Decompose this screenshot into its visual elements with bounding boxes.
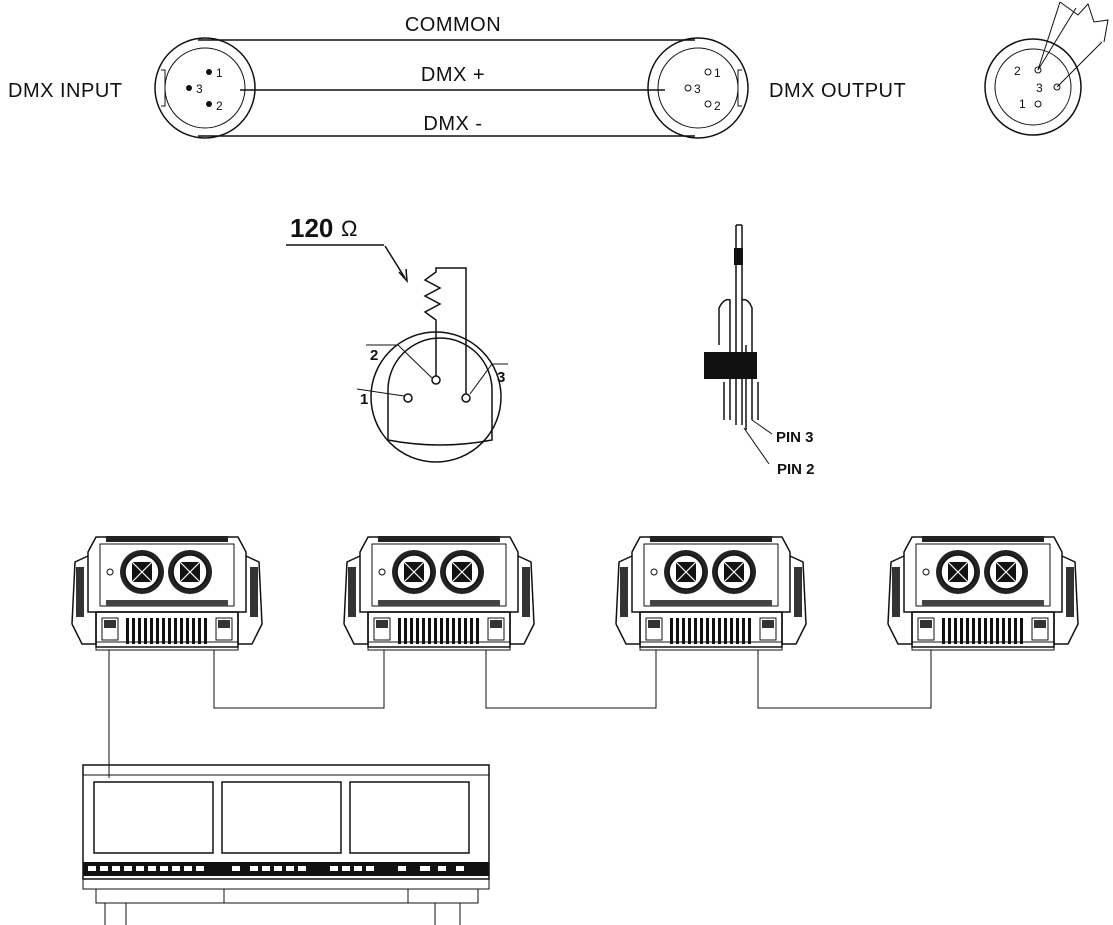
- dmx-link-cable-3: [757, 650, 932, 709]
- dmx-input-connector: 1 3 2: [154, 37, 256, 139]
- moving-head-fixture-2: [343, 535, 535, 651]
- output-pin-3: 3: [694, 82, 701, 96]
- dmx-input-label: DMX INPUT: [8, 80, 123, 102]
- moving-head-fixture-3: [615, 535, 807, 651]
- heat-shrink-sleeve: [704, 352, 757, 379]
- terminator-pin-3: 3: [497, 369, 505, 386]
- moving-head-fixture-1: [71, 535, 263, 651]
- output-pin-2: 2: [714, 99, 721, 113]
- resistor-value: 120: [290, 213, 333, 243]
- dmx-minus-label: DMX -: [423, 113, 482, 135]
- fixtures-chain: [71, 535, 1079, 778]
- right-pin-1: 1: [1019, 97, 1026, 111]
- moving-head-fixture-4: [887, 535, 1079, 651]
- input-pin-3: 3: [196, 82, 203, 96]
- dmx-controller-console: [82, 764, 490, 925]
- pin-2-label: PIN 2: [777, 461, 815, 478]
- output-pin-1: 1: [714, 66, 721, 80]
- dmx-link-cable-1: [213, 650, 385, 709]
- terminator-pin-1: 1: [360, 391, 368, 408]
- common-label: COMMON: [405, 14, 501, 36]
- terminator-diagram: 120 Ω 2 1 3: [286, 213, 508, 463]
- dmx-cable-diagram: 1 3 2 1 3 2 COMMON DMX + DMX - DMX INPUT…: [8, 14, 906, 139]
- dmx-output-label: DMX OUTPUT: [769, 80, 906, 102]
- dmx-plus-label: DMX +: [421, 64, 485, 86]
- pin-3-label: PIN 3: [776, 429, 814, 446]
- dmx-output-connector: 1 3 2: [647, 37, 749, 139]
- dmx-link-cable-2: [485, 650, 657, 709]
- terminator-pin-2: 2: [370, 347, 378, 364]
- input-pin-2: 2: [216, 99, 223, 113]
- input-pin-1: 1: [216, 66, 223, 80]
- cable-outline: [198, 39, 695, 137]
- right-pin-2: 2: [1014, 64, 1021, 78]
- terminator-plug-detail: PIN 3 PIN 2: [704, 224, 815, 478]
- xlr-connector-wired: 2 3 1: [984, 1, 1109, 136]
- ohm-symbol: Ω: [341, 216, 357, 241]
- right-pin-3: 3: [1036, 81, 1043, 95]
